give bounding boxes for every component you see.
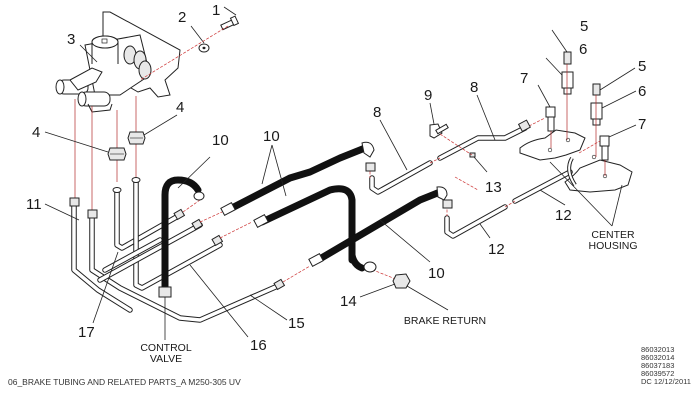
leader-lines bbox=[44, 44, 623, 340]
label-control-valve-line1: CONTROL bbox=[140, 342, 191, 354]
callout-7b: 7 bbox=[638, 116, 646, 133]
part-13-screw bbox=[439, 133, 488, 173]
labels: CONTROL VALVE BRAKE RETURN CENTER HOUSIN… bbox=[140, 229, 637, 365]
part-4-fitting-a bbox=[44, 131, 127, 161]
callout-11: 11 bbox=[26, 196, 42, 213]
callout-4b: 4 bbox=[176, 99, 184, 116]
callout-14: 14 bbox=[340, 293, 357, 310]
callout-6a: 6 bbox=[579, 41, 587, 58]
callout-17: 17 bbox=[78, 324, 95, 341]
hose-fittings bbox=[365, 119, 531, 209]
callout-7a: 7 bbox=[520, 70, 528, 87]
label-brake-return: BRAKE RETURN bbox=[404, 315, 486, 327]
callout-9: 9 bbox=[424, 87, 432, 104]
callout-12a: 12 bbox=[555, 207, 572, 224]
center-housing-left bbox=[519, 129, 586, 161]
callout-1: 1 bbox=[212, 2, 220, 19]
callout-2: 2 bbox=[178, 9, 186, 26]
callout-16: 16 bbox=[250, 337, 267, 354]
callout-8b: 8 bbox=[470, 79, 478, 96]
diagram-title: 06_BRAKE TUBING AND RELATED PARTS_A M250… bbox=[8, 377, 241, 387]
part-6-adapter-b bbox=[590, 90, 637, 126]
control-valve-assembly bbox=[55, 11, 181, 113]
callout-5a: 5 bbox=[580, 18, 588, 35]
label-control-valve-line2: VALVE bbox=[150, 353, 182, 365]
tubes bbox=[71, 125, 573, 323]
part-5-bleeder-b bbox=[592, 67, 636, 96]
part-7-elbow-a bbox=[537, 84, 556, 132]
part-1-bolt bbox=[220, 6, 240, 31]
callout-13: 13 bbox=[485, 179, 502, 196]
part-9-clamp bbox=[429, 102, 449, 139]
callout-6b: 6 bbox=[638, 83, 646, 100]
callout-3: 3 bbox=[67, 31, 75, 48]
part-number: 86032014 bbox=[641, 353, 674, 362]
part-4-fitting-b bbox=[127, 114, 178, 145]
callout-10b: 10 bbox=[263, 128, 280, 145]
label-center-housing-line2: HOUSING bbox=[588, 240, 637, 252]
callout-4a: 4 bbox=[32, 124, 40, 141]
part-number: 86037183 bbox=[641, 361, 674, 370]
part-number-list: 86032013 86032014 86037183 86039572 DC 1… bbox=[641, 345, 691, 386]
part-5-bleeder-a bbox=[551, 29, 572, 65]
hoses bbox=[158, 141, 448, 298]
callout-12b: 12 bbox=[488, 241, 505, 258]
part-14-brake-return-fitting bbox=[359, 273, 449, 311]
tube-fittings bbox=[69, 177, 286, 291]
part-2-washer bbox=[190, 25, 210, 53]
callouts: 1 2 3 4 4 5 5 6 6 7 7 8 8 9 10 10 10 11 … bbox=[26, 2, 646, 354]
callout-8a: 8 bbox=[373, 104, 381, 121]
part-7-elbow-b bbox=[599, 124, 637, 161]
callout-10c: 10 bbox=[428, 265, 445, 282]
callout-15: 15 bbox=[288, 315, 305, 332]
revision-date: DC 12/12/2011 bbox=[641, 377, 691, 386]
callout-10a: 10 bbox=[212, 132, 229, 149]
part-number: 86039572 bbox=[641, 369, 674, 378]
part-6-adapter-a bbox=[545, 57, 574, 95]
part-number: 86032013 bbox=[641, 345, 674, 354]
label-center-housing-line1: CENTER bbox=[591, 229, 635, 241]
callout-5b: 5 bbox=[638, 58, 646, 75]
